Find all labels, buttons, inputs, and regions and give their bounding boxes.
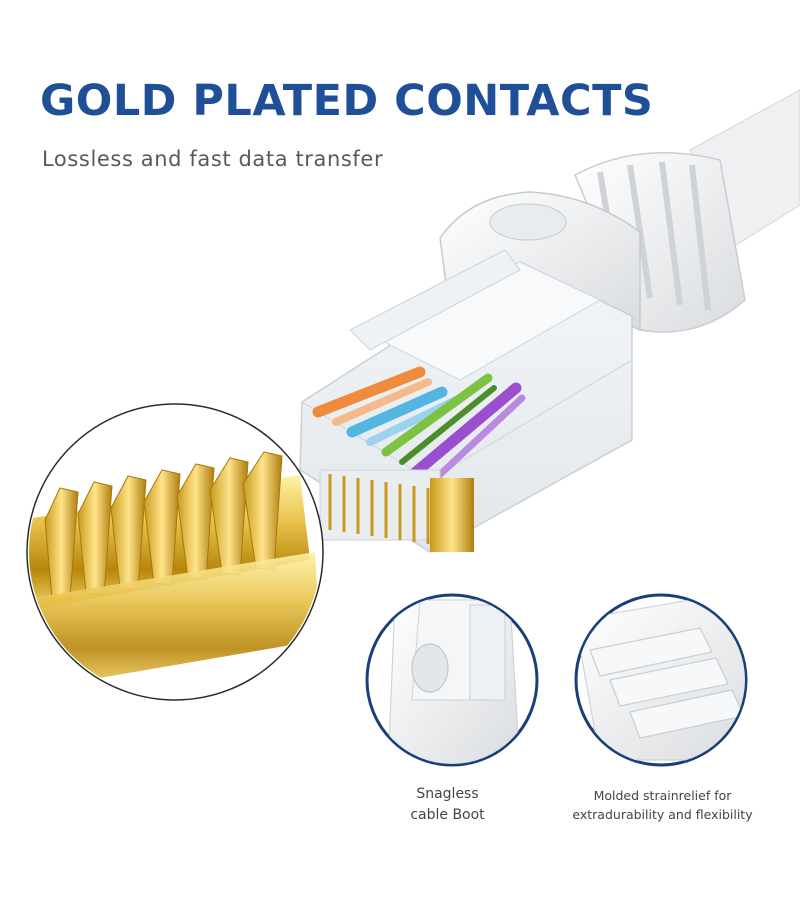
snagless-boot-caption: Snagless cable Boot — [380, 784, 515, 826]
strain-relief-detail-circle — [574, 593, 748, 767]
caption-line-2: extradurability and flexibility — [572, 807, 753, 822]
snagless-boot-detail-circle — [365, 593, 539, 767]
page-title: GOLD PLATED CONTACTS — [40, 76, 654, 126]
page-subtitle: Lossless and fast data transfer — [42, 147, 384, 171]
caption-line-1: Molded strainrelief for — [593, 788, 732, 803]
caption-line-1: Snagless — [416, 786, 479, 802]
strain-relief-caption: Molded strainrelief for extradurability … — [560, 786, 765, 824]
gold-contacts-detail-circle — [26, 403, 324, 701]
caption-line-2: cable Boot — [410, 807, 485, 823]
rj45-connector — [299, 249, 633, 553]
